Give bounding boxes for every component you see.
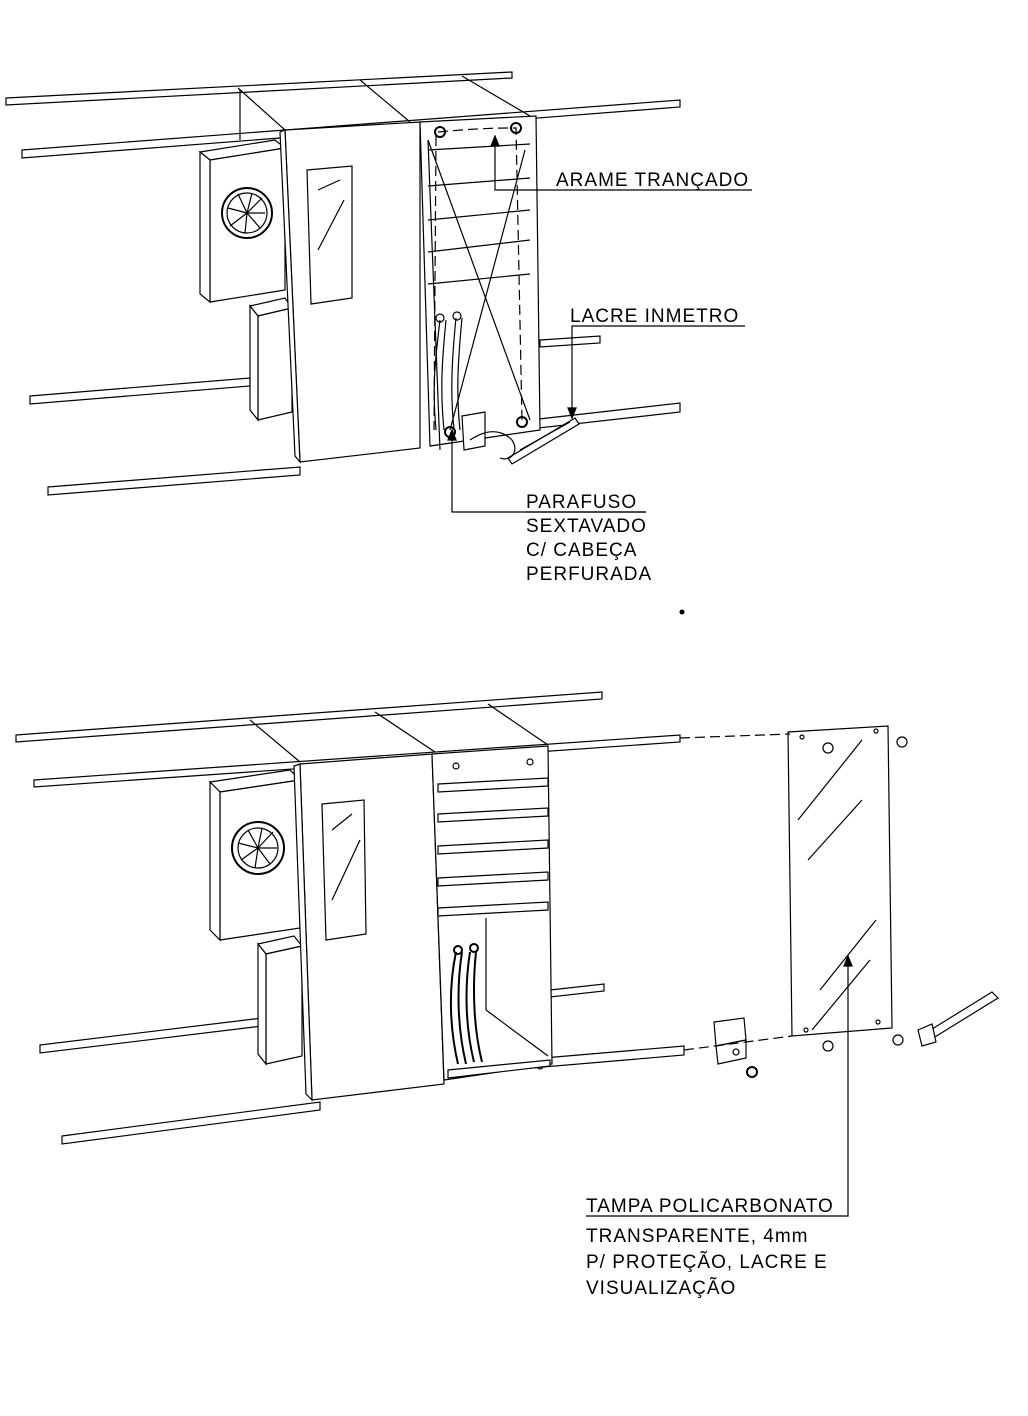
callout-parafuso-line-3: C/ CABEÇA	[526, 540, 637, 561]
door-panel	[279, 121, 421, 464]
bottom-frame-cells	[249, 703, 549, 763]
cables-2	[449, 943, 483, 1065]
stray-dot	[679, 609, 685, 615]
inmetro-seal-strip-2	[917, 991, 999, 1047]
top-frame-cells	[237, 75, 531, 140]
bottom-view-exploded: TAMPA POLICARBONATO TRANSPARENTE, 4mm P/…	[15, 691, 999, 1299]
inmetro-seal-strip	[507, 417, 580, 465]
top-view-assembled: ARAME TRANÇADO LACRE INMETRO PARAFUSO SE…	[5, 71, 752, 615]
open-shelves	[437, 777, 549, 1057]
lower-box-2	[256, 935, 304, 1066]
fan-module-2	[208, 769, 302, 942]
projection-lines	[679, 733, 793, 1051]
callout-parafuso-line-2: SEXTAVADO	[526, 516, 647, 537]
callout-tampa-line-2: TRANSPARENTE, 4mm	[586, 1226, 809, 1247]
shelf-cabinet-open	[431, 745, 553, 1081]
callout-lacre: LACRE INMETRO	[570, 306, 739, 327]
cover-bolts	[799, 728, 908, 1052]
fan-icon	[221, 187, 273, 239]
door-panel-2	[293, 753, 445, 1102]
seal-bracket	[461, 411, 486, 451]
wire-cables	[433, 311, 463, 431]
callout-tampa-line-3: P/ PROTEÇÃO, LACRE E	[586, 1251, 828, 1273]
callout-parafuso-line-1: PARAFUSO	[526, 492, 637, 513]
callout-tampa-line-4: VISUALIZAÇÃO	[586, 1277, 736, 1299]
fan-module	[198, 139, 287, 304]
leader-line-bottom	[586, 954, 853, 1217]
fan-icon-2	[231, 821, 285, 875]
lower-box	[248, 297, 293, 422]
shelf-cabinet-sealed	[419, 115, 580, 465]
shelf-lines	[427, 139, 531, 451]
seal-bracket-2	[713, 1017, 758, 1078]
callout-parafuso-line-4: PERFURADA	[526, 564, 652, 585]
callout-arame: ARAME TRANÇADO	[556, 170, 749, 191]
braided-wire	[433, 127, 523, 431]
callout-tampa-line-1: TAMPA POLICARBONATO	[586, 1196, 834, 1217]
